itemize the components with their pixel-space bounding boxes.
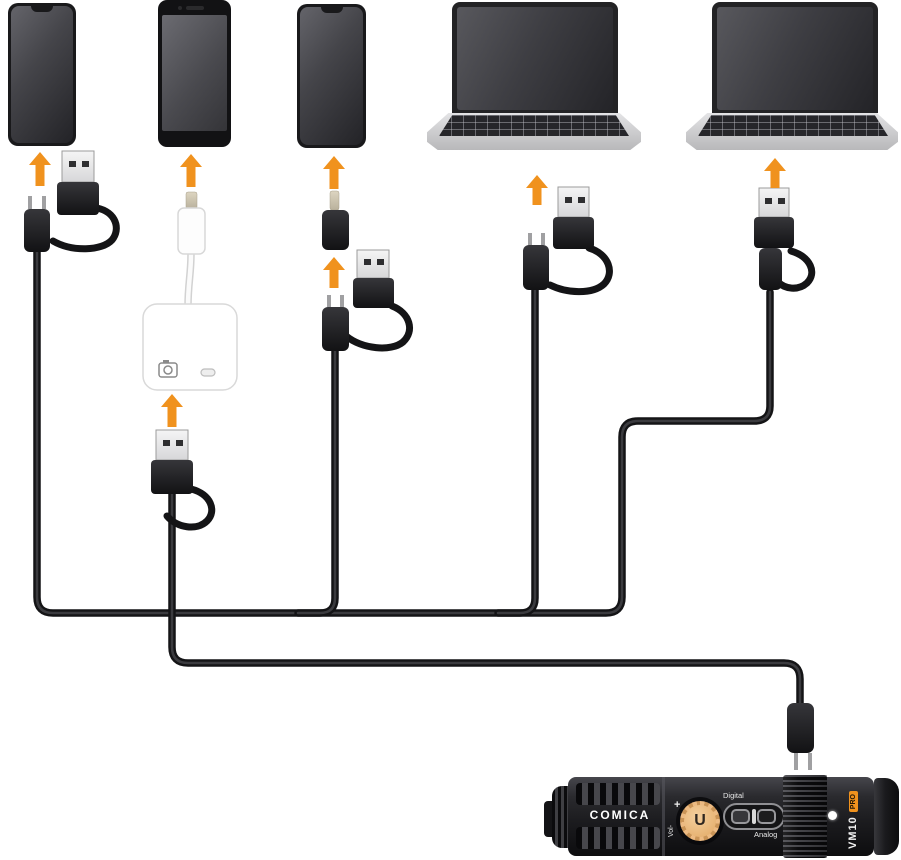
usb-c-plug-mic <box>787 703 814 770</box>
laptop-1-display <box>457 7 613 110</box>
pro-badge: PRO <box>848 791 858 813</box>
digital-label: Digital <box>723 791 744 800</box>
laptop-2-keyboard <box>698 115 888 136</box>
mic-end-cap <box>874 778 899 855</box>
lightning-cable <box>184 250 195 310</box>
up-arrow-icon <box>764 158 786 188</box>
mic-interference-slots <box>576 827 660 849</box>
tether-loop-1 <box>49 204 120 253</box>
up-arrow-icon <box>323 156 345 189</box>
model-text: VM10 <box>847 816 859 849</box>
phone-3-notch-icon <box>320 7 343 13</box>
mic-knurled-ring <box>783 775 827 858</box>
usb-combo-3 <box>322 249 394 351</box>
up-arrow-icon <box>180 154 202 187</box>
usb-combo-4 <box>523 186 594 290</box>
laptop-1-keyboard <box>439 115 629 136</box>
usb-c-plug-icon <box>327 295 331 307</box>
mic-led <box>828 811 837 820</box>
up-arrow-icon <box>323 257 345 288</box>
mic-model-label: VM10 PRO <box>846 787 860 853</box>
tether-loop-2 <box>163 485 216 531</box>
lightning-plug-tip-icon <box>329 190 340 211</box>
camera-adapter <box>142 303 238 391</box>
usb-a-plug-icon <box>155 429 189 461</box>
cable-bus <box>33 248 774 617</box>
mic-mode-switch[interactable] <box>723 803 785 830</box>
lightning-port-icon <box>200 368 216 377</box>
cable-to-mic <box>168 490 804 710</box>
switch-slider <box>752 809 756 824</box>
laptop-2-base <box>686 113 898 150</box>
switch-right-segment <box>757 809 776 824</box>
switch-left-segment <box>731 809 750 824</box>
up-arrow-icon <box>526 175 548 205</box>
tether-loop-4 <box>546 244 613 296</box>
mic-interference-slots <box>576 783 660 805</box>
phone-3-screen <box>300 7 363 145</box>
usb-a-plug-icon <box>61 150 95 183</box>
phone-1-notch-icon <box>31 6 53 12</box>
microphone: COMICA + Vol- U Digital Analog VM10 PRO <box>544 775 900 858</box>
up-arrow-icon <box>161 394 183 427</box>
tether-loop-5 <box>774 247 816 292</box>
usb-c-plug-icon <box>759 248 782 290</box>
tether-loop-3 <box>342 302 414 352</box>
usb-c-plug-icon <box>528 233 532 245</box>
usb-combo-2 <box>151 429 193 494</box>
mic-seam <box>662 777 665 856</box>
phone-2 <box>158 0 231 147</box>
usb-c-plug-icon <box>28 196 32 209</box>
usb-combo-1 <box>24 150 99 252</box>
mic-front-tip <box>544 801 554 837</box>
phone-1-screen <box>11 6 73 143</box>
up-arrow-icon <box>29 152 51 186</box>
laptop-1-base <box>427 113 641 150</box>
phone-3 <box>297 4 366 148</box>
lightning-plug <box>177 191 206 255</box>
cable-4 <box>494 286 539 617</box>
phone-1 <box>8 3 76 146</box>
usb-a-plug-icon <box>356 249 390 279</box>
volume-minus-label: Vol- <box>668 824 675 838</box>
phone-2-camera-icon <box>178 6 182 10</box>
laptop-2-screen <box>712 2 878 113</box>
lightning-plug-tip-icon <box>185 191 198 210</box>
lightning-adapter-3 <box>322 190 349 250</box>
laptop-2-display <box>717 7 873 110</box>
phone-2-screen <box>162 15 227 131</box>
phone-2-earpiece-icon <box>185 6 204 10</box>
camera-icon <box>158 360 178 378</box>
comica-logo-knob-icon: U <box>684 805 716 837</box>
usb-combo-5 <box>754 187 794 290</box>
cable-3 <box>294 347 339 617</box>
analog-label: Analog <box>754 830 778 839</box>
volume-plus-label: + <box>674 799 681 811</box>
mic-volume-knob[interactable]: U <box>680 801 720 841</box>
mic-brand-label: COMICA <box>589 808 651 822</box>
laptop-1-screen <box>452 2 618 113</box>
